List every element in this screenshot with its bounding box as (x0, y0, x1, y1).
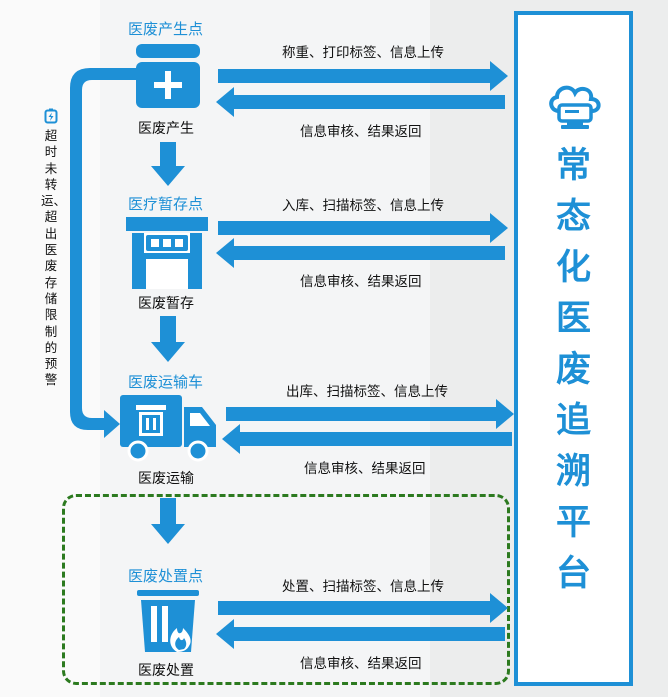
traceability-platform-box: 常态化医废追溯平台 (514, 11, 633, 686)
down-arrow-1 (151, 142, 185, 186)
return-arrow-1 (216, 87, 505, 117)
cloud-server-icon (549, 85, 601, 129)
stage-caption-transport: 医废运输 (138, 471, 194, 487)
stage-title-disposal: 医废处置点 (128, 567, 204, 585)
stage-title-storage: 医疗暂存点 (128, 195, 204, 213)
down-arrow-3 (151, 498, 185, 544)
incineration-bin-icon (137, 590, 199, 652)
medical-cross-box-icon (136, 44, 200, 108)
storage-cabinet-icon (126, 217, 208, 289)
upload-label-3: 出库、扫描标签、信息上传 (286, 384, 448, 400)
return-label-2: 信息审核、结果返回 (300, 274, 422, 290)
return-label-3: 信息审核、结果返回 (304, 461, 426, 477)
platform-title: 常态化医废追溯平台 (555, 146, 591, 594)
warning-loop-arrow (70, 68, 140, 438)
stage-title-generation: 医废产生点 (128, 20, 204, 38)
upload-arrow-3 (226, 399, 514, 429)
return-arrow-2 (216, 238, 505, 268)
upload-label-4: 处置、扫描标签、信息上传 (282, 579, 444, 595)
warning-battery-icon (44, 108, 58, 124)
return-arrow-3 (222, 424, 512, 454)
stage-caption-disposal: 医废处置 (138, 663, 194, 679)
disposal-region-outline (62, 494, 510, 685)
warning-note: 超时未转运、超出医废存储限制的预警 (41, 128, 67, 388)
stage-caption-storage: 医废暂存 (138, 296, 194, 312)
return-label-4: 信息审核、结果返回 (300, 656, 422, 672)
upload-arrow-1 (218, 61, 508, 91)
transport-truck-icon (120, 395, 216, 462)
upload-label-2: 入库、扫描标签、信息上传 (282, 198, 444, 214)
return-label-1: 信息审核、结果返回 (300, 124, 422, 140)
return-arrow-4 (216, 619, 505, 649)
down-arrow-2 (151, 316, 185, 362)
upload-label-1: 称重、打印标签、信息上传 (282, 45, 444, 61)
upload-arrow-4 (218, 593, 508, 623)
upload-arrow-2 (218, 213, 508, 243)
stage-title-transport: 医废运输车 (128, 373, 204, 391)
stage-caption-generation: 医废产生 (138, 121, 194, 137)
